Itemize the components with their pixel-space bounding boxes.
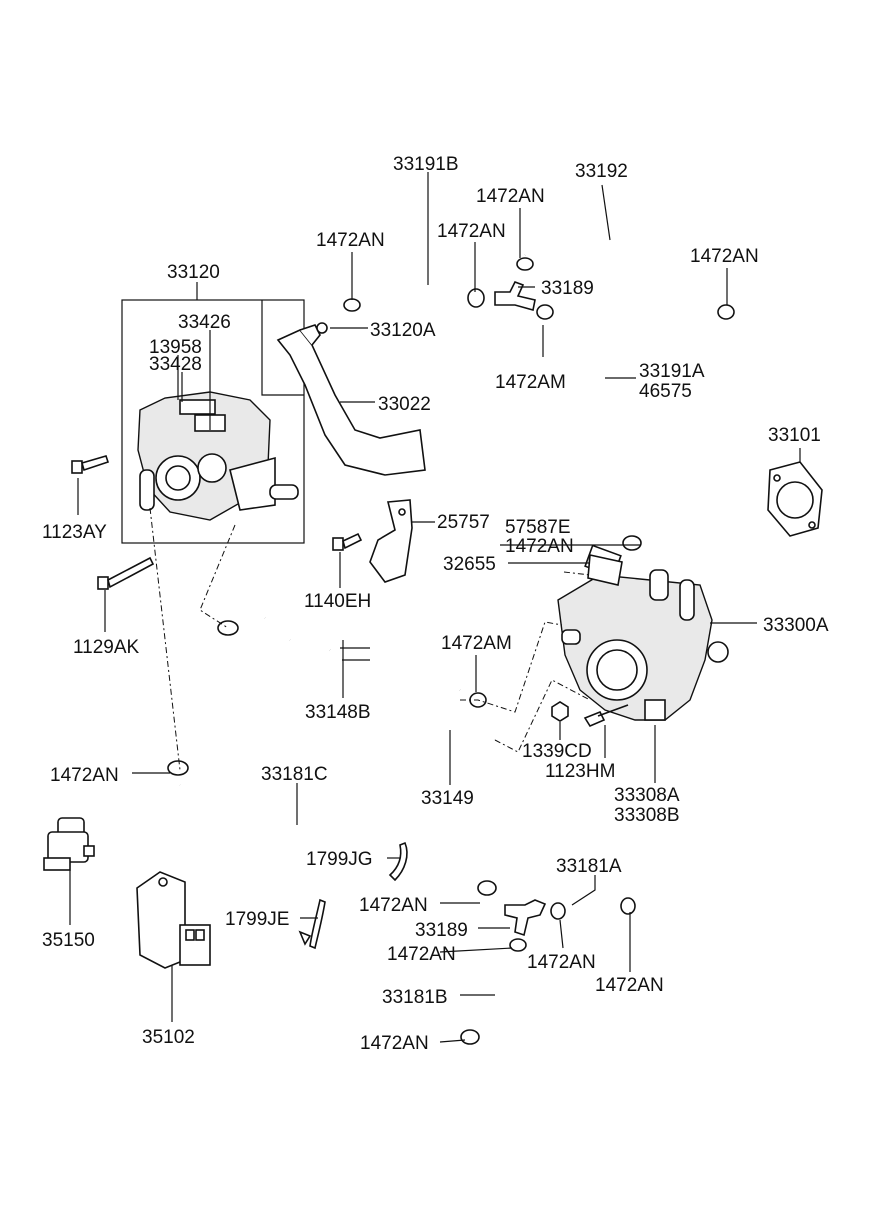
label-33428: 33428 [149, 354, 202, 375]
label-1472AN: 1472AN [595, 975, 664, 996]
label-1123HM: 1123HM [545, 761, 615, 782]
hose-33149 [327, 641, 497, 750]
strap-1799JG [388, 841, 408, 882]
label-33189: 33189 [541, 278, 594, 299]
label-33120: 33120 [167, 262, 220, 283]
label-57587E: 57587E [505, 517, 571, 538]
label-1799JG: 1799JG [306, 849, 373, 870]
throttle-body-assembly-33120 [121, 299, 305, 544]
leader-lines [69, 172, 801, 1043]
label-33022: 33022 [378, 394, 431, 415]
label-35102: 35102 [142, 1027, 195, 1048]
label-35150: 35150 [42, 930, 95, 951]
label-32655: 32655 [443, 554, 496, 575]
clamps [167, 257, 735, 1045]
label-13958: 13958 [149, 337, 202, 358]
label-33149: 33149 [421, 788, 474, 809]
hose-33181A [558, 897, 631, 918]
label-33101: 33101 [768, 425, 821, 446]
label-33148B: 33148B [305, 702, 371, 723]
label-1129AK: 1129AK [73, 637, 140, 658]
label-33120A: 33120A [370, 320, 436, 341]
fitting-33189-top [494, 280, 536, 312]
label-33426: 33426 [178, 312, 231, 333]
label-1140EH: 1140EH [304, 591, 371, 612]
label-33308B: 33308B [614, 805, 680, 826]
label-33191A: 33191A [639, 361, 705, 382]
label-1472AN: 1472AN [359, 895, 428, 916]
bolt-1123AY [71, 455, 110, 474]
nut-1339CD [551, 701, 569, 722]
label-1472AN: 1472AN [527, 952, 596, 973]
fitting-33189-bottom [504, 899, 547, 937]
hose-33148B [223, 611, 467, 697]
sensor-32655 [587, 554, 623, 586]
hose-33191A [542, 301, 687, 549]
label-33192: 33192 [575, 161, 628, 182]
bolt-1123HM [583, 704, 629, 728]
label-1472AN: 1472AN [316, 230, 385, 251]
label-1472AN: 1472AN [50, 765, 119, 786]
label-1472AM: 1472AM [441, 633, 512, 654]
hose-33191B [348, 278, 478, 314]
label-33181C: 33181C [261, 764, 328, 785]
bolt-1140EH [332, 532, 363, 551]
label-1472AN: 1472AN [505, 536, 574, 557]
label-1339CD: 1339CD [522, 741, 592, 762]
label-1472AM: 1472AM [495, 372, 566, 393]
bracket-33022 [276, 322, 426, 476]
label-46575: 46575 [639, 381, 692, 402]
part-labels: 33191B 33192 1472AN 1472AN 1472AN 1472AN… [42, 154, 829, 1054]
valve-35150 [43, 817, 95, 871]
gasket-33101 [767, 461, 823, 537]
hose-33181C [171, 782, 497, 892]
hose-33192 [516, 224, 730, 329]
module-35102 [136, 871, 211, 969]
bolt-1129AK [97, 556, 155, 590]
label-1123AY: 1123AY [42, 522, 107, 543]
label-33181A: 33181A [556, 856, 622, 877]
label-1472AN: 1472AN [690, 246, 759, 267]
strap-1799JE [298, 898, 326, 950]
bracket-25757 [369, 499, 413, 583]
label-1472AN: 1472AN [387, 944, 456, 965]
hose-33181B [464, 944, 525, 1041]
label-33308A: 33308A [614, 785, 680, 806]
throttle-body-33300A [557, 544, 729, 721]
label-1799JE: 1799JE [225, 909, 289, 930]
label-33191B: 33191B [393, 154, 459, 175]
label-1472AN: 1472AN [437, 221, 506, 242]
label-33300A: 33300A [763, 615, 829, 636]
label-33181B: 33181B [382, 987, 448, 1008]
label-33189: 33189 [415, 920, 468, 941]
label-25757: 25757 [437, 512, 490, 533]
label-1472AN: 1472AN [476, 186, 545, 207]
label-1472AN: 1472AN [360, 1033, 429, 1054]
